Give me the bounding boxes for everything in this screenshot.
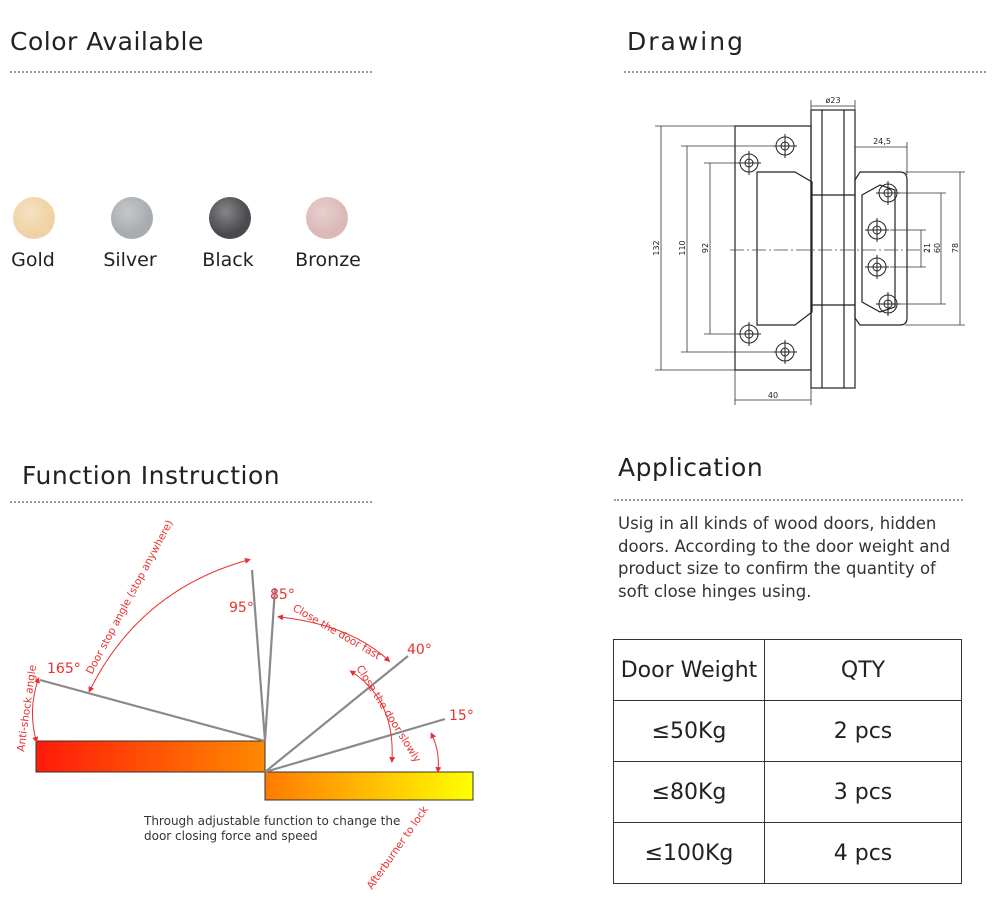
close-slowly-label: Close the door slowly (353, 663, 423, 765)
application-title: Application (618, 453, 764, 482)
application-title-divider (614, 499, 963, 501)
dim-132: 132 (652, 240, 661, 255)
hinge-left-recess (756, 171, 813, 326)
cell-weight: ≤50Kg (613, 700, 765, 762)
cell-weight: ≤80Kg (613, 761, 765, 823)
cell-qty: 4 pcs (764, 822, 962, 884)
dim-110: 110 (678, 240, 687, 255)
function-instruction-title: Function Instruction (22, 461, 281, 490)
swatch-label-black: Black (202, 249, 254, 271)
arc-close-fast (277, 614, 391, 663)
table-row: ≤80Kg 3 pcs (613, 761, 962, 823)
arc-anti-shock (32, 677, 40, 743)
drawing-title: Drawing (627, 27, 745, 56)
color-title-divider (10, 71, 372, 73)
function-title-divider (10, 501, 372, 503)
door-stop-label: Door stop angle (stop anywhere) (84, 518, 176, 676)
header-door-weight: Door Weight (613, 639, 765, 701)
arc-door-stop (88, 557, 251, 693)
close-fast-label: Close the door fast (291, 602, 383, 662)
dim-40: 40 (768, 391, 778, 400)
angle-95-label: 95° (229, 600, 254, 616)
hole-right-2 (865, 218, 889, 242)
swatch-label-bronze: Bronze (295, 249, 361, 271)
table-row: ≤50Kg 2 pcs (613, 700, 962, 762)
table-row: ≤100Kg 4 pcs (613, 822, 962, 884)
application-description: Usig in all kinds of wood doors, hidden … (618, 514, 951, 601)
quantity-table: Door Weight QTY ≤50Kg 2 pcs ≤80Kg 3 pcs … (613, 639, 962, 884)
door-closed-bar (264, 771, 474, 801)
dim-21: 21 (923, 243, 932, 253)
swatch-gold (13, 197, 55, 239)
cell-weight: ≤100Kg (613, 822, 765, 884)
table-header-row: Door Weight QTY (613, 639, 962, 701)
function-note: Through adjustable function to change th… (144, 814, 401, 843)
door-open-bar (35, 740, 266, 773)
swatch-label-gold: Gold (11, 249, 55, 271)
arc-close-slowly (349, 670, 396, 763)
cell-qty: 2 pcs (764, 700, 962, 762)
swatch-bronze (306, 197, 348, 239)
hinge-right-leaf (854, 171, 908, 326)
angle-85-label: 85° (270, 587, 295, 603)
swatch-label-silver: Silver (103, 249, 157, 271)
dim-92: 92 (701, 243, 710, 253)
header-qty: QTY (764, 639, 962, 701)
angle-15-label: 15° (449, 708, 474, 724)
arc-afterburner (430, 732, 442, 773)
dim-78: 78 (951, 243, 960, 253)
drawing-title-divider (624, 71, 986, 73)
dim-24-5: 24,5 (873, 137, 891, 146)
angle-165-label: 165° (47, 661, 81, 677)
hole-right-3 (865, 255, 889, 279)
dim-d23: ø23 (825, 96, 840, 105)
angle-40-label: 40° (407, 642, 432, 658)
swatch-silver (111, 197, 153, 239)
hinge-right-recess (861, 184, 896, 313)
dim-60: 60 (933, 243, 942, 253)
cell-qty: 3 pcs (764, 761, 962, 823)
swatch-black (209, 197, 251, 239)
color-available-title: Color Available (10, 27, 204, 56)
